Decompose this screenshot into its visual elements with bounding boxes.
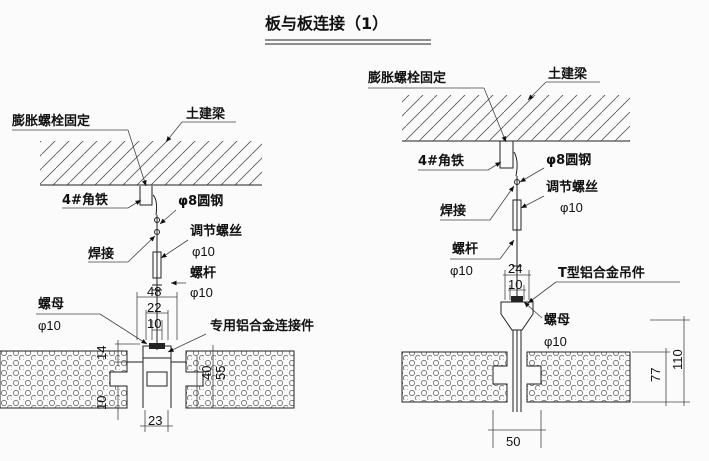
- right-dim-77: 77: [648, 368, 663, 382]
- right-weld-label: 焊接: [440, 203, 466, 219]
- right-round-steel-label: φ8圆钢: [546, 152, 591, 168]
- left-dim-14: 14: [94, 346, 109, 360]
- right-dim-24: 24: [508, 261, 522, 276]
- right-rod-dia: φ10: [450, 263, 473, 278]
- right-nut-label: 螺母: [544, 312, 570, 328]
- left-expansion-bolt-label: 膨胀螺栓固定: [11, 113, 90, 129]
- left-dim-48: 48: [147, 284, 161, 299]
- left-angle-iron-label: 4#角铁: [62, 192, 108, 208]
- left-rod-label: 螺杆: [190, 265, 216, 281]
- left-detail: 48 22 10 14 10 40 55 23: [0, 106, 314, 432]
- left-rod-dia: φ10: [190, 285, 213, 300]
- left-adjust-screw-dia: φ10: [192, 244, 215, 259]
- right-dim-110: 110: [670, 349, 685, 370]
- left-connector-label: 专用铝合金连接件: [210, 318, 314, 334]
- left-dim-55: 55: [213, 366, 228, 380]
- left-civil-beam-label: 土建梁: [186, 106, 226, 122]
- left-dim-40: 40: [199, 366, 214, 380]
- left-round-steel-label: φ8圆钢: [178, 193, 223, 209]
- left-dim-10: 10: [147, 316, 161, 331]
- right-t-hanger-label: T型铝合金吊件: [558, 265, 645, 281]
- left-nut-label: 螺母: [38, 296, 64, 312]
- left-dim-22: 22: [147, 300, 161, 315]
- right-adjust-screw-label: 调节螺丝: [546, 179, 598, 195]
- right-expansion-bolt-label: 膨胀螺栓固定: [367, 70, 446, 86]
- right-dim-10: 10: [508, 277, 522, 292]
- left-dim-23: 23: [148, 413, 162, 428]
- left-nut-dia: φ10: [38, 318, 61, 333]
- page-title: 板与板连接（1）: [265, 14, 388, 33]
- right-nut-dia: φ10: [544, 334, 567, 349]
- left-weld-label: 焊接: [88, 246, 114, 262]
- left-dim-10b: 10: [94, 396, 109, 410]
- right-beam-hatch: [402, 95, 630, 141]
- left-beam-hatch: [40, 141, 262, 185]
- right-angle-iron-label: 4#角铁: [418, 153, 464, 169]
- right-detail: 24 10 77 110 50 膨胀螺栓固定 土建梁 4#角铁: [367, 66, 690, 449]
- left-adjust-screw-label: 调节螺丝: [190, 223, 242, 239]
- right-rod-label: 螺杆: [452, 241, 478, 257]
- right-civil-beam-label: 土建梁: [548, 66, 588, 82]
- right-adjust-screw-dia: φ10: [560, 200, 583, 215]
- right-dim-50: 50: [506, 434, 520, 449]
